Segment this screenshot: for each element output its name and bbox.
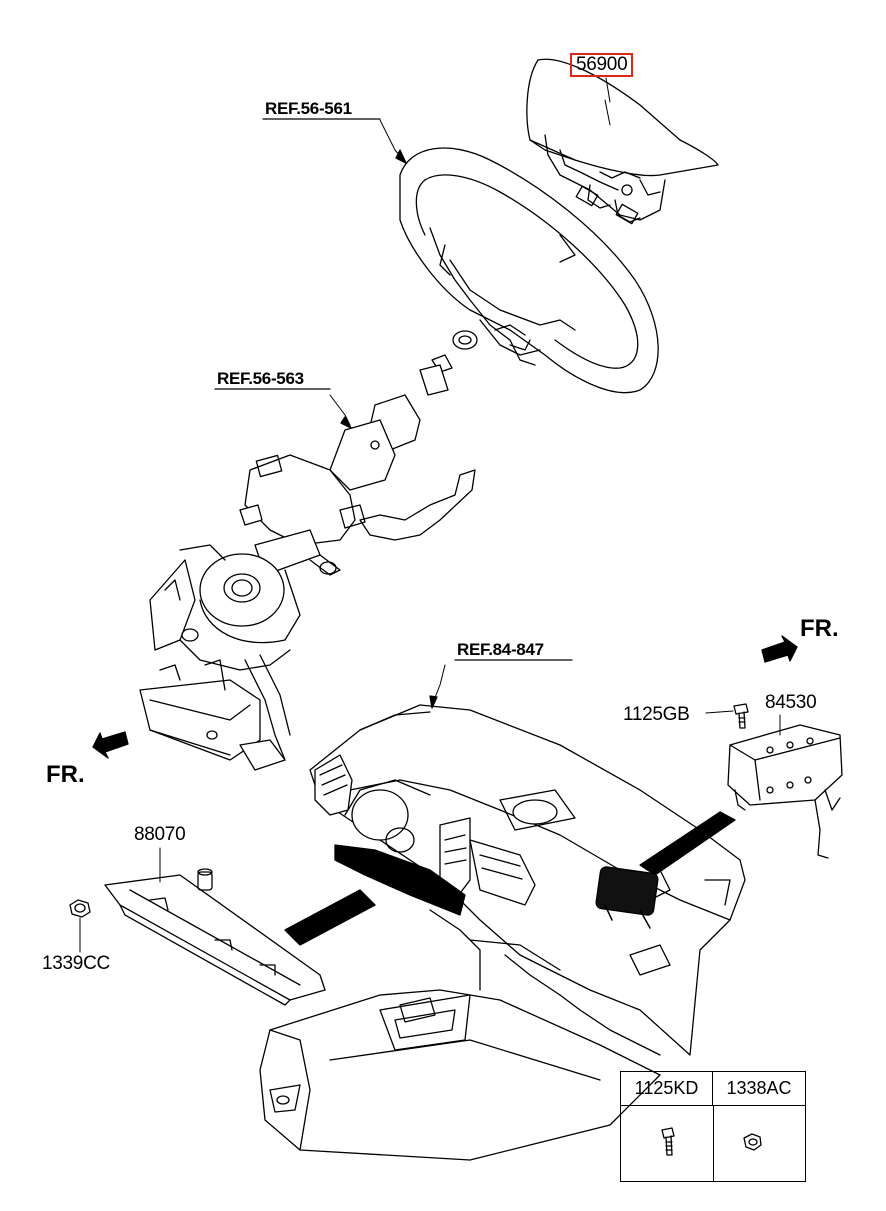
leader-56900 (605, 77, 611, 103)
steering-wheel[interactable] (399, 147, 659, 394)
front-direction-label-left: FR. (46, 761, 85, 788)
eps-motor-assembly[interactable] (139, 544, 301, 771)
leader-1125gb (705, 710, 734, 714)
leader-ref-column (329, 394, 351, 426)
knee-airbag-location (284, 844, 466, 946)
center-console[interactable] (259, 989, 661, 1161)
fr-arrow-right-icon (761, 635, 798, 663)
fastener-parts-table: 1125KD 1338AC (620, 1071, 806, 1182)
bolt-icon (661, 1127, 675, 1156)
part-number-88070[interactable]: 88070 (134, 824, 186, 845)
nut-icon (743, 1133, 762, 1151)
part-number-1125gb[interactable]: 1125GB (623, 704, 690, 725)
bolt-1125gb[interactable] (733, 703, 749, 729)
knee-airbag-module[interactable] (104, 868, 326, 1006)
part-number-56900[interactable]: 56900 (570, 53, 634, 77)
ref-label-crash-pad[interactable]: REF.84-847 (457, 640, 544, 659)
fr-arrow-left-icon (92, 731, 129, 759)
table-header-1125kd[interactable]: 1125KD (621, 1072, 713, 1106)
passenger-airbag-location (595, 811, 736, 929)
ref-label-steering-column[interactable]: REF.56-563 (217, 369, 304, 388)
part-number-84530[interactable]: 84530 (765, 692, 817, 713)
table-divider (713, 1106, 714, 1181)
part-number-1339cc[interactable]: 1339CC (42, 953, 110, 974)
passenger-airbag-module[interactable] (727, 724, 843, 859)
front-direction-label-right: FR. (800, 615, 839, 642)
steering-column[interactable] (239, 354, 476, 576)
table-header-1338ac[interactable]: 1338AC (713, 1072, 805, 1106)
ref-label-steering-wheel[interactable]: REF.56-561 (265, 99, 352, 118)
crash-pad-dashboard[interactable] (309, 704, 746, 1056)
driver-airbag-module[interactable] (526, 58, 719, 225)
leader-ref-wheel-arrow (395, 149, 407, 164)
nut-1339cc[interactable] (69, 899, 91, 918)
